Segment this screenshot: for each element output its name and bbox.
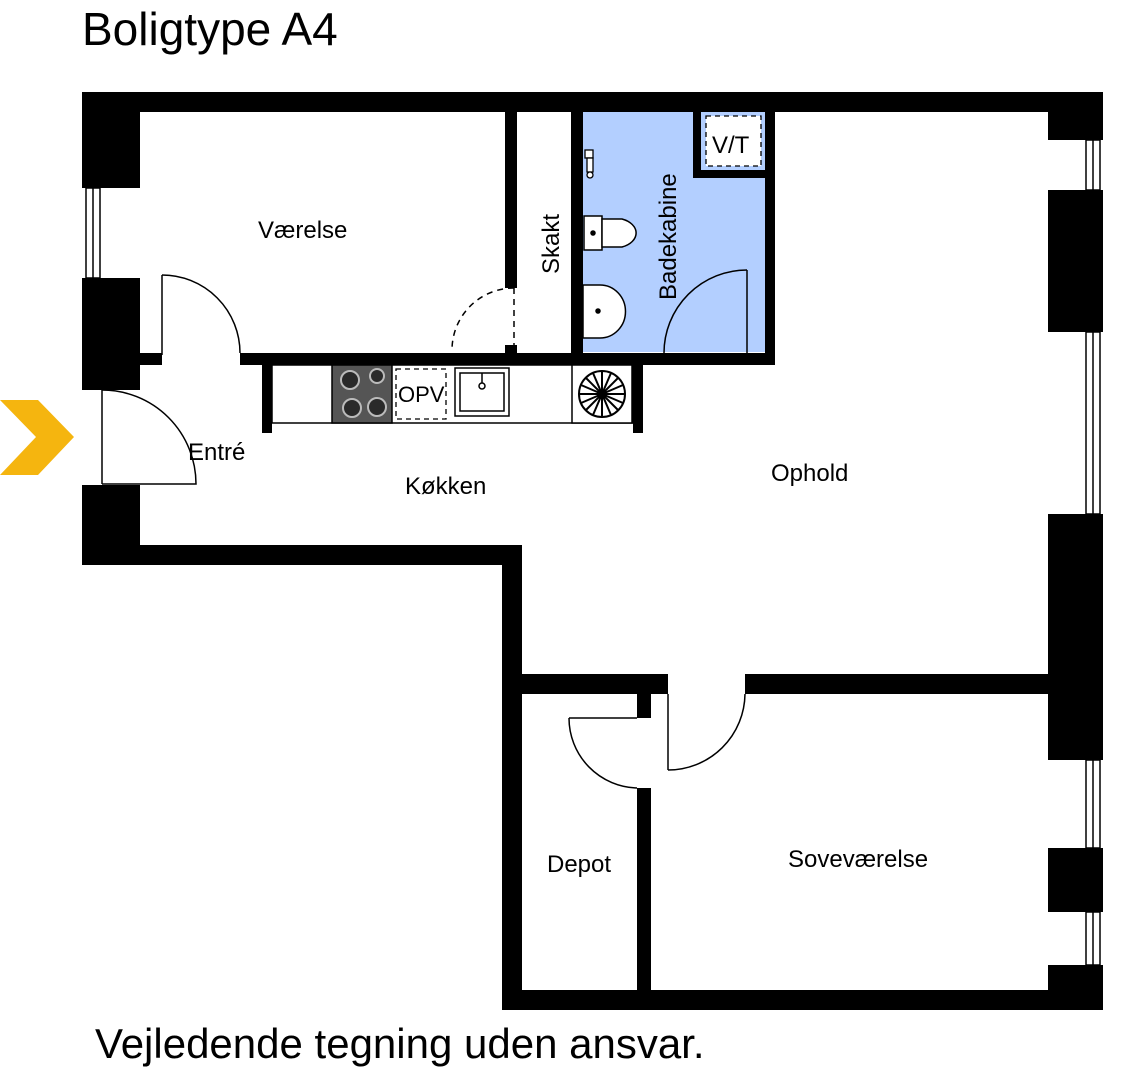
room-label-badekabine: Badekabine: [655, 173, 682, 300]
room-label-sovevaerelse: Soveværelse: [788, 846, 928, 873]
extractor-fan-icon: [571, 364, 633, 424]
stove-icon: [331, 364, 393, 424]
plan-title: Boligtype A4: [82, 3, 338, 55]
room-label-skakt: Skakt: [538, 214, 565, 274]
sovevaerelse-door[interactable]: [667, 693, 746, 771]
windows: [85, 139, 1101, 966]
walls: [82, 92, 1103, 1010]
room-label-ophold: Ophold: [771, 460, 848, 487]
skakt-door[interactable]: [451, 287, 515, 351]
room-label-vt: V/T: [712, 132, 750, 159]
washbasin-icon: [582, 284, 627, 339]
room-label-entre: Entré: [188, 439, 245, 466]
entrance-opening: [82, 390, 140, 485]
toilet-icon: [583, 215, 637, 251]
opv-label: OPV: [398, 382, 445, 407]
vaerelse-door[interactable]: [161, 274, 241, 355]
bathroom-door[interactable]: [663, 269, 748, 354]
room-label-depot: Depot: [547, 851, 611, 878]
kitchen-sink-icon: [454, 367, 510, 417]
shower-tap-icon: [584, 149, 594, 179]
depot-door[interactable]: [568, 717, 638, 789]
entrance-door[interactable]: [101, 389, 197, 485]
entrance-arrow-icon: [0, 400, 74, 475]
disclaimer-text: Vejledende tegning uden ansvar.: [95, 1020, 705, 1067]
doors: [101, 269, 748, 789]
room-label-vaerelse: Værelse: [258, 217, 347, 244]
dishwasher-opv-box: [395, 368, 447, 420]
room-label-kokken: Køkken: [405, 473, 486, 500]
vt-box: [705, 115, 762, 167]
